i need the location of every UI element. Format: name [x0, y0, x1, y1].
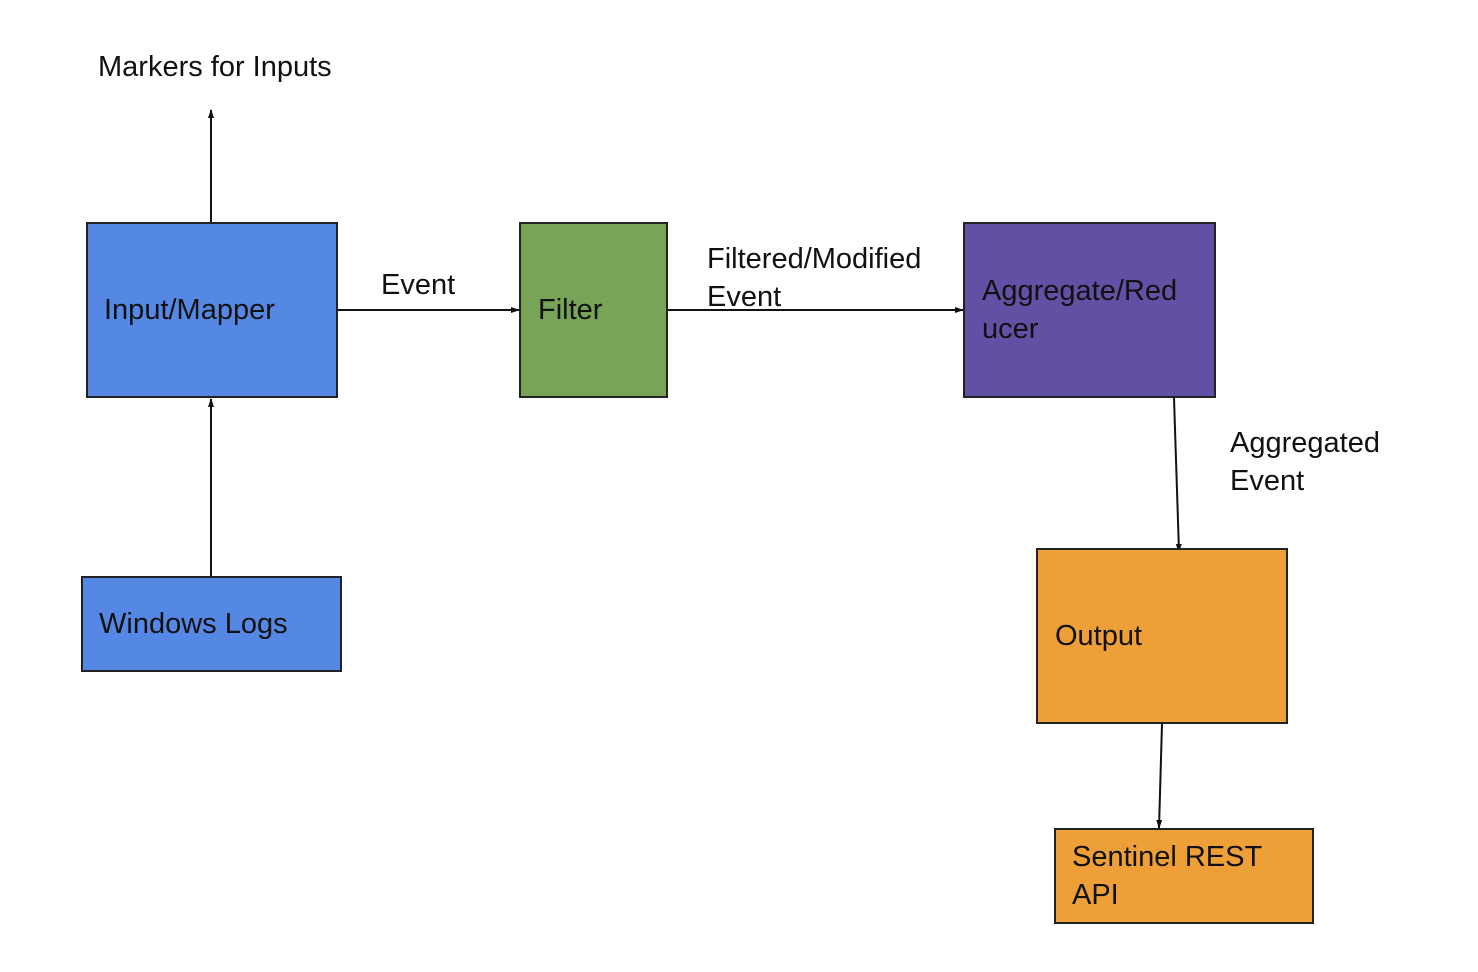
node-output: Output [1036, 548, 1288, 724]
node-windows-logs-label: Windows Logs [99, 608, 288, 640]
label-aggregated-event: Aggregated Event [1230, 427, 1380, 497]
label-markers-for-inputs: Markers for Inputs [98, 51, 332, 83]
node-windows-logs: Windows Logs [81, 576, 342, 672]
node-sentinel-rest-api: Sentinel REST API [1054, 828, 1314, 924]
node-output-label: Output [1055, 620, 1143, 652]
arrow-aggregate-to-output [1173, 397, 1182, 553]
node-input-mapper-label: Input/Mapper [104, 294, 275, 326]
node-aggregate-reducer: Aggregate/Red ucer [963, 222, 1216, 398]
arrow-output-to-sentinel [1156, 723, 1163, 829]
node-sentinel-rest-api-label: Sentinel REST API [1072, 841, 1263, 911]
node-aggregate-reducer-label: Aggregate/Red ucer [982, 275, 1178, 345]
label-event: Event [381, 269, 456, 301]
label-filtered-modified-event: Filtered/Modified Event [707, 243, 922, 313]
node-input-mapper: Input/Mapper [86, 222, 338, 398]
node-filter-label: Filter [538, 294, 603, 326]
node-filter: Filter [519, 222, 668, 398]
